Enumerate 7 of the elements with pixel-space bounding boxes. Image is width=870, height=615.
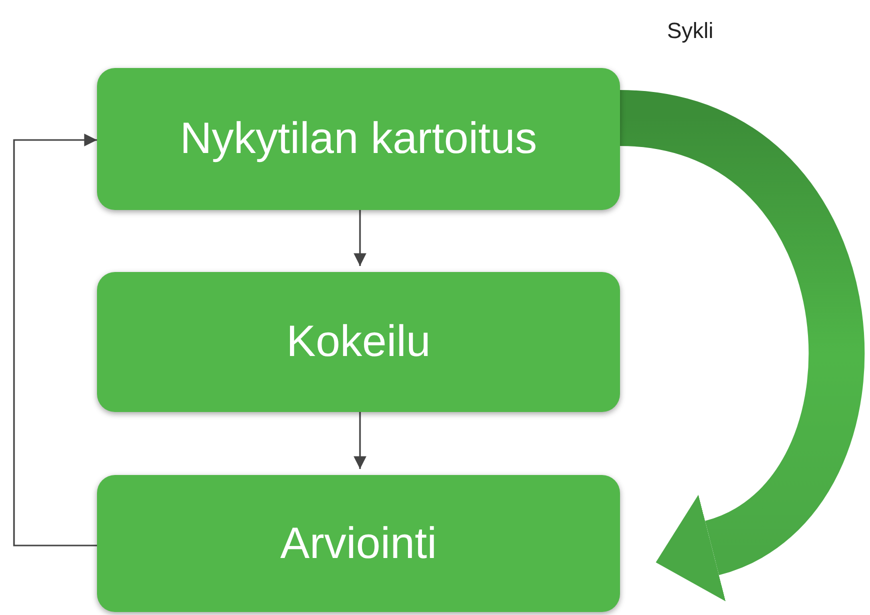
process-box <box>97 68 620 210</box>
process-box <box>97 475 620 612</box>
box-label: Nykytilan kartoitus <box>180 114 537 164</box>
box-label: Arviointi <box>280 518 437 568</box>
process-box <box>97 272 620 412</box>
cycle-label: Sykli <box>667 18 714 44</box>
box-label: Kokeilu <box>286 317 431 367</box>
